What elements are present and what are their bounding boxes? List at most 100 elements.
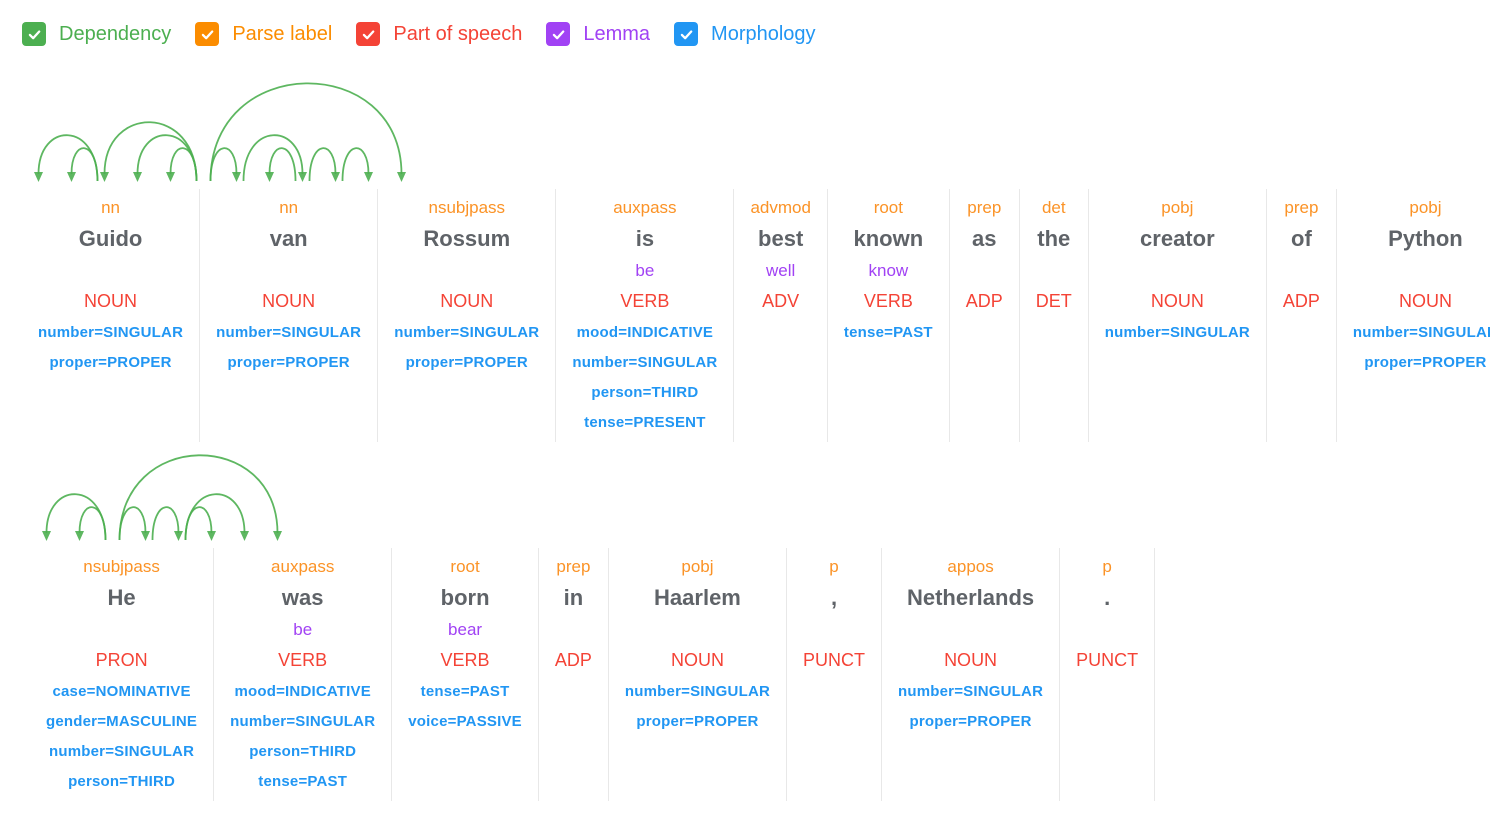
morphology-feature: proper=PROPER bbox=[227, 354, 350, 371]
token-word: Rossum bbox=[423, 226, 511, 251]
morphology-feature: number=SINGULAR bbox=[216, 324, 362, 341]
token-punct[interactable]: p,PUNCT bbox=[787, 548, 883, 801]
morphology-feature: number=SINGULAR bbox=[624, 683, 771, 700]
checkbox-checked-icon[interactable] bbox=[195, 22, 220, 46]
morphology-feature: gender=MASCULINE bbox=[46, 713, 198, 730]
morphology-feature: voice=PASSIVE bbox=[408, 713, 522, 730]
checkbox-parse-label[interactable]: Parse label bbox=[195, 22, 332, 46]
token-lemma bbox=[966, 257, 1003, 287]
parse-label: p bbox=[1102, 557, 1112, 576]
morphology-feature: tense=PRESENT bbox=[584, 414, 706, 431]
morphology-feature: number=SINGULAR bbox=[230, 713, 376, 730]
parse-label: nsubjpass bbox=[428, 198, 506, 217]
morphology-feature: tense=PAST bbox=[420, 683, 510, 700]
token-lemma: well bbox=[766, 261, 796, 280]
arc-arrowhead-icon bbox=[240, 531, 249, 541]
arc-arrowhead-icon bbox=[273, 531, 282, 541]
morphology-feature: number=SINGULAR bbox=[49, 743, 195, 760]
morphology-feature: person=THIRD bbox=[68, 773, 176, 790]
token-lemma bbox=[1353, 257, 1490, 287]
pos-tag: NOUN bbox=[440, 291, 494, 311]
parse-label: nsubjpass bbox=[83, 557, 160, 576]
token-word: Guido bbox=[78, 226, 143, 251]
token-lemma bbox=[625, 616, 770, 646]
arc-arrowhead-icon bbox=[174, 531, 183, 541]
arc-arrowhead-icon bbox=[133, 172, 142, 182]
token-lemma bbox=[898, 616, 1043, 646]
dependency-arc bbox=[103, 121, 198, 182]
morphology-feature: tense=PAST bbox=[258, 773, 348, 790]
dependency-arc bbox=[242, 134, 304, 182]
token-word: Python bbox=[1388, 226, 1463, 251]
arc-arrowhead-icon bbox=[232, 172, 241, 182]
token-word: known bbox=[853, 226, 924, 251]
token-punct[interactable]: p.PUNCT bbox=[1060, 548, 1156, 801]
token-lemma: be bbox=[293, 620, 313, 639]
parse-label: root bbox=[450, 557, 480, 576]
token-word: van bbox=[269, 226, 308, 251]
morphology-feature: proper=PROPER bbox=[405, 354, 528, 371]
token-word: Netherlands bbox=[906, 585, 1035, 610]
token-lemma bbox=[803, 616, 865, 646]
dependency-arc bbox=[184, 493, 246, 541]
token-word: as bbox=[972, 226, 997, 251]
checkbox-checked-icon[interactable] bbox=[356, 22, 381, 46]
token-word: born bbox=[440, 585, 490, 610]
token-lemma bbox=[1036, 257, 1072, 287]
checkbox-checked-icon[interactable] bbox=[22, 22, 46, 46]
pos-tag: VERB bbox=[863, 291, 913, 311]
checkbox-dependency[interactable]: Dependency bbox=[22, 22, 171, 46]
token-word: . bbox=[1104, 585, 1111, 610]
dependency-arc bbox=[184, 506, 213, 541]
checkbox-label: Lemma bbox=[583, 22, 651, 45]
parse-label: nn bbox=[101, 198, 121, 217]
parse-label: auxpass bbox=[613, 198, 677, 217]
checkbox-checked-icon[interactable] bbox=[674, 22, 699, 46]
token-lemma bbox=[1105, 257, 1250, 287]
checkbox-checked-icon[interactable] bbox=[546, 22, 571, 46]
token-word: of bbox=[1291, 226, 1312, 251]
pos-tag: ADV bbox=[762, 291, 800, 311]
dependency-arc bbox=[151, 506, 180, 541]
checkbox-morphology[interactable]: Morphology bbox=[674, 22, 816, 46]
pos-tag: NOUN bbox=[84, 291, 138, 311]
dependency-arc bbox=[169, 147, 198, 182]
checkbox-label: Dependency bbox=[59, 22, 172, 45]
parse-label: pobj bbox=[681, 557, 714, 576]
parse-label: nn bbox=[279, 198, 299, 217]
arc-arrowhead-icon bbox=[100, 172, 109, 182]
arc-arrowhead-icon bbox=[75, 531, 84, 541]
token-lemma bbox=[394, 257, 539, 287]
checkbox-lemma[interactable]: Lemma bbox=[546, 22, 650, 46]
pos-tag: ADP bbox=[1282, 291, 1320, 311]
pos-tag: NOUN bbox=[1150, 291, 1204, 311]
dependency-arc bbox=[118, 454, 279, 541]
checkbox-part-of-speech[interactable]: Part of speech bbox=[356, 22, 522, 46]
token-lemma bbox=[1076, 616, 1138, 646]
parse-label: prep bbox=[1284, 198, 1319, 217]
arc-arrowhead-icon bbox=[207, 531, 216, 541]
pos-tag: NOUN bbox=[262, 291, 316, 311]
dependency-arc bbox=[209, 82, 403, 182]
token-lemma bbox=[1283, 257, 1320, 287]
arc-arrowhead-icon bbox=[397, 172, 406, 182]
